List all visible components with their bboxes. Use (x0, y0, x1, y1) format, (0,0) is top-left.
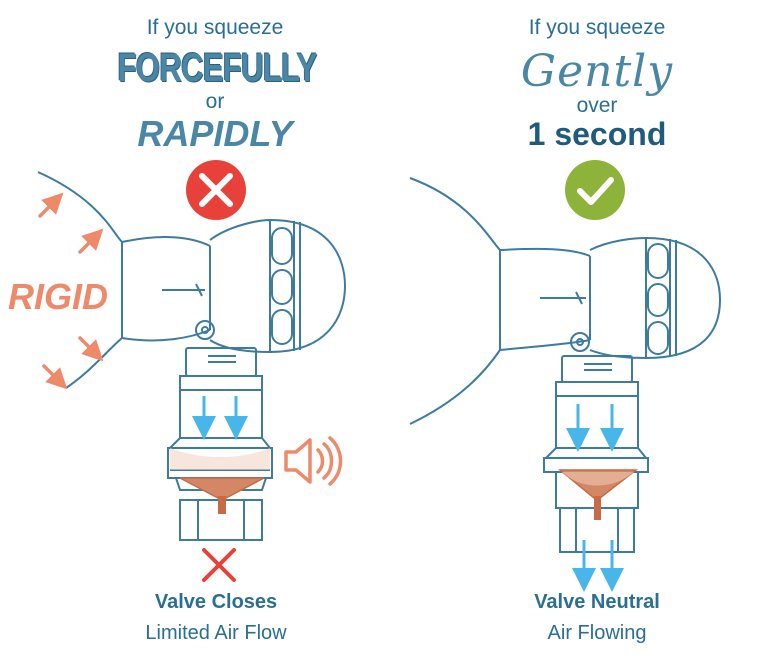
right-heading-gently: Gently (520, 46, 674, 97)
left-heading-forcefully: FORCEFULLY (117, 46, 317, 90)
left-squeeze-bulb (37, 171, 347, 389)
right-heading-line1: If you squeeze (528, 16, 666, 39)
right-caption-sub: Air Flowing (547, 622, 647, 644)
left-airflow-arrows (192, 396, 248, 440)
x-mark-icon (202, 548, 236, 582)
right-valve (543, 355, 649, 553)
right-heading-1-second: 1 second (527, 116, 667, 152)
x-circle-icon (186, 160, 246, 220)
left-caption-sub: Limited Air Flow (145, 622, 287, 644)
right-caption-title: Valve Neutral (534, 591, 660, 613)
right-squeeze-bulb (409, 177, 722, 425)
left-heading-line1: If you squeeze (146, 16, 284, 39)
check-circle-icon (565, 160, 625, 220)
left-panel: If you squeeze FORCEFULLY or RAPIDLY RIG… (8, 16, 317, 644)
rigid-label: RIGID (8, 276, 109, 317)
left-caption-title: Valve Closes (154, 591, 278, 613)
left-valve-diaphragm (170, 448, 270, 514)
squeeze-arrows (38, 192, 104, 390)
right-panel: If you squeeze Gently over 1 second Valv… (384, 0, 768, 666)
right-airflow-arrows (566, 404, 624, 592)
left-heading-or: or (205, 90, 225, 113)
left-heading-rapidly: RAPIDLY (137, 113, 293, 154)
right-heading-over: over (576, 94, 618, 117)
speaker-icon (284, 436, 343, 486)
right-valve-diaphragm (557, 469, 639, 520)
